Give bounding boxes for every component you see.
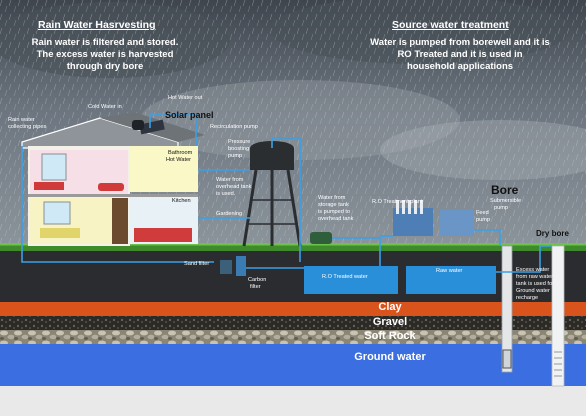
label-bathroom: Hot Water bbox=[166, 157, 191, 163]
label-carbon-filter: Carbon bbox=[248, 277, 267, 283]
bathtub bbox=[98, 183, 124, 191]
label-bathroom: Bathroom bbox=[168, 150, 193, 156]
tower-legs bbox=[242, 169, 302, 247]
layer-gravel: Gravel bbox=[372, 316, 408, 328]
ground-water-layer bbox=[0, 344, 586, 386]
topsoil bbox=[0, 250, 586, 302]
label-overhead: overhead tank bbox=[216, 184, 252, 190]
label-pressure-pump: Pressure bbox=[228, 139, 251, 145]
label-ro-plant: R.O Treatment plant bbox=[372, 199, 423, 205]
label-excess: Excess water bbox=[516, 267, 550, 273]
kitchen-counter bbox=[134, 228, 192, 242]
label-bore: Bore bbox=[491, 183, 519, 197]
overhead-tank bbox=[250, 148, 294, 170]
label-storage: Water from bbox=[318, 195, 346, 201]
water-pipes bbox=[21, 113, 552, 273]
label-cold-water-in: Cold Water in bbox=[88, 104, 122, 110]
label-rain-pipes: Rain water bbox=[8, 117, 35, 123]
label-overhead: is used. bbox=[216, 191, 236, 197]
grass bbox=[0, 243, 586, 251]
clay-layer bbox=[0, 302, 586, 316]
pump-icon bbox=[310, 232, 332, 244]
ro-plant bbox=[393, 208, 433, 236]
bore-pipe bbox=[501, 245, 513, 373]
label-dry-bore: Dry bore bbox=[536, 229, 569, 238]
lower-window bbox=[43, 201, 71, 225]
label-solar-panel: Solar panel bbox=[165, 110, 214, 120]
label-excess: tank is used for bbox=[516, 281, 554, 287]
right-text-line: Water is pumped from borewell and it is bbox=[370, 37, 550, 48]
solar-tank bbox=[132, 120, 144, 130]
label-submersible: Submersible bbox=[490, 198, 522, 204]
label-excess: Ground water bbox=[516, 288, 550, 294]
dry-bore-pipe bbox=[551, 245, 565, 387]
label-kitchen: Kitchen bbox=[172, 198, 191, 204]
label-excess: recharge bbox=[516, 295, 539, 301]
label-overhead: Water from bbox=[216, 177, 244, 183]
bathroom bbox=[130, 146, 198, 192]
label-raw-water: Raw water bbox=[436, 268, 463, 274]
label-carbon-filter: filter bbox=[250, 284, 261, 290]
label-recirculation-pump: Recirculation pump bbox=[210, 124, 258, 130]
label-gardening: Gardening bbox=[216, 211, 243, 217]
upper-window bbox=[41, 153, 67, 181]
label-feed-pump: Feed bbox=[476, 210, 489, 216]
bottom-soil bbox=[0, 386, 586, 416]
bed bbox=[34, 182, 64, 190]
label-feed-pump: pump bbox=[476, 217, 490, 223]
left-text-line: Rain water is filtered and stored. bbox=[31, 37, 179, 48]
right-title: Source water treatment bbox=[392, 19, 509, 31]
label-storage: storage tank bbox=[318, 202, 349, 208]
left-text-line: through dry bore bbox=[66, 61, 144, 72]
label-rain-pipes: collecting pipes bbox=[8, 124, 47, 130]
left-title: Rain Water Hasrvesting bbox=[38, 19, 156, 31]
sofa bbox=[40, 228, 80, 238]
left-text-line: The excess water is harvested bbox=[36, 49, 174, 60]
house-divider bbox=[28, 194, 198, 197]
gravel-layer bbox=[0, 316, 586, 330]
label-submersible: pump bbox=[494, 205, 508, 211]
sand-filter-icon bbox=[220, 260, 232, 274]
label-excess: from raw water bbox=[516, 274, 553, 280]
solar-panel-icon bbox=[139, 119, 165, 135]
right-text-line: RO Treated and it is used in bbox=[397, 49, 523, 60]
label-hot-water-out: Hot Water out bbox=[168, 95, 203, 101]
ro-membranes bbox=[396, 200, 423, 214]
grass-highlight bbox=[0, 243, 586, 246]
label-pressure-pump: boosting bbox=[228, 146, 250, 152]
layer-soft-rock: Soft Rock bbox=[364, 330, 416, 342]
label-storage: is pumped to bbox=[318, 209, 351, 215]
layer-clay: Clay bbox=[378, 301, 402, 313]
label-sand-filter: Sand filter bbox=[184, 261, 210, 267]
submersible-pump-icon bbox=[502, 349, 512, 369]
carbon-filter-icon bbox=[236, 256, 246, 276]
label-pressure-pump: pump bbox=[228, 153, 242, 159]
dry-bore-slots bbox=[554, 351, 562, 377]
layer-ground-water: Ground water bbox=[354, 351, 426, 363]
right-text-line: household applications bbox=[406, 61, 514, 72]
ro-treated-tank bbox=[304, 266, 398, 294]
label-storage: overhead tank bbox=[318, 216, 354, 222]
raw-water-tank bbox=[406, 266, 496, 294]
label-ro-treated-water: R.O Treated water bbox=[322, 274, 368, 280]
ro-plant-2 bbox=[440, 210, 474, 236]
soft-rock-layer bbox=[0, 330, 586, 344]
stair bbox=[112, 198, 128, 244]
